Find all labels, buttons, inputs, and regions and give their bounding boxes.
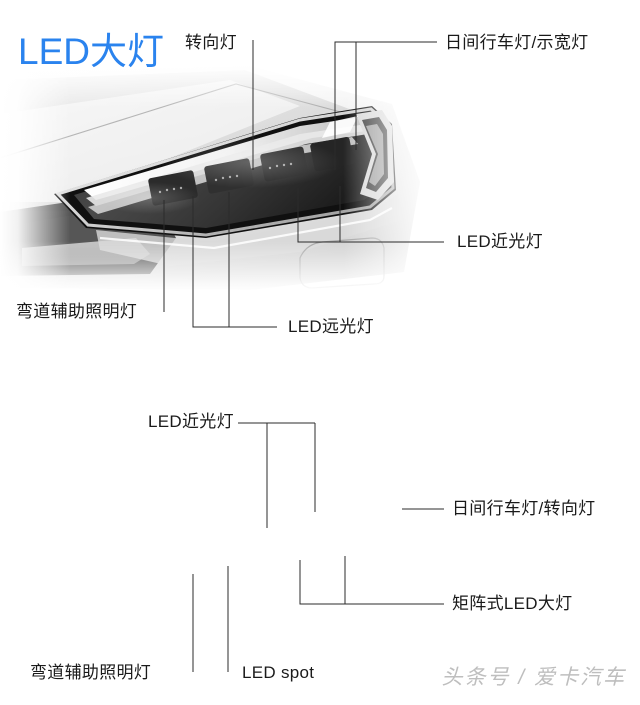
label-led-low-beam-top: LED近光灯: [455, 232, 545, 251]
label-led-spot: LED spot: [240, 663, 317, 682]
panel-led-headlight: LED大灯: [0, 0, 640, 352]
label-led-high-beam: LED远光灯: [286, 317, 376, 336]
label-cornering-light-top: 弯道辅助照明灯: [14, 302, 140, 321]
page-title-led-headlight: LED大灯: [18, 30, 164, 72]
label-drl-turn-signal: 日间行车灯/转向灯: [450, 499, 598, 518]
panel-matrix-led-headlight: 矩阵式LED大灯: [0, 353, 640, 705]
label-cornering-light-bottom: 弯道辅助照明灯: [28, 663, 154, 682]
label-turn-signal: 转向灯: [183, 33, 239, 52]
label-drl-position-lamp: 日间行车灯/示宽灯: [443, 33, 591, 52]
label-led-low-beam-bottom: LED近光灯: [146, 412, 236, 431]
led-headlight-photo: [0, 62, 440, 292]
watermark: 头条号 / 爱卡汽车: [441, 666, 626, 689]
led-headlight-illustration: [0, 66, 420, 290]
label-matrix-led-headlight: 矩阵式LED大灯: [450, 594, 575, 613]
